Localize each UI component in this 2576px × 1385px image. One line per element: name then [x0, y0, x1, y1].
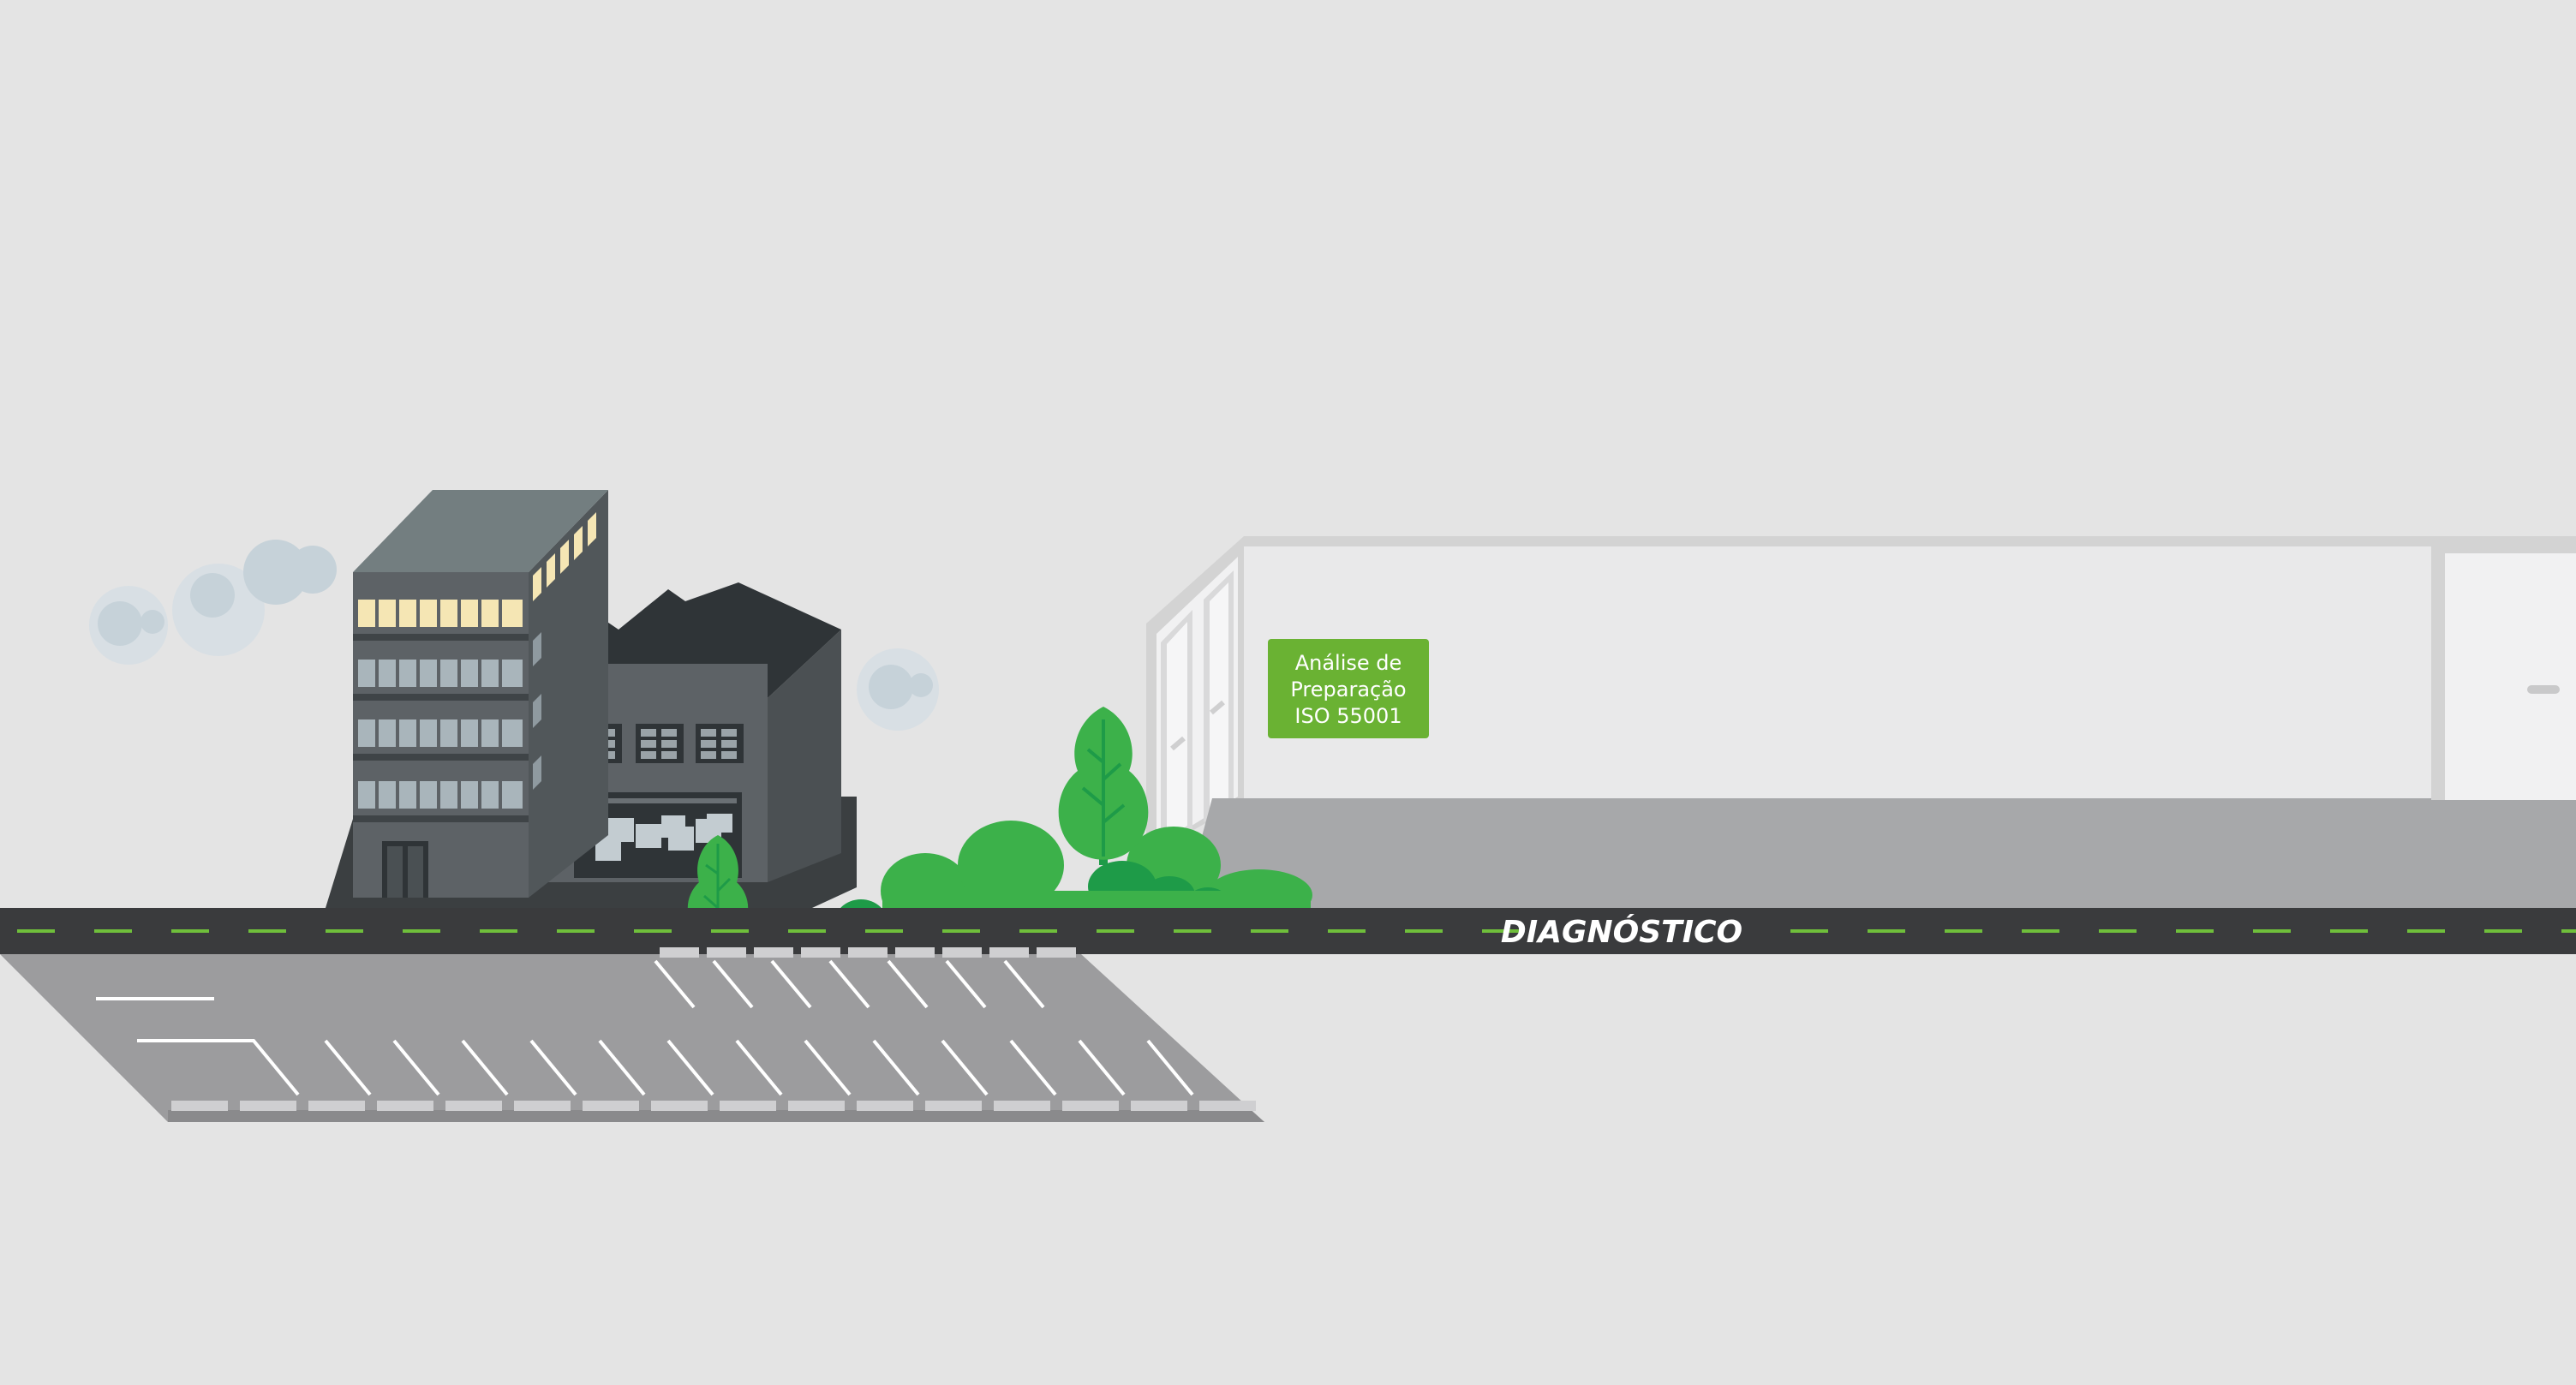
lane-dash — [1482, 929, 1520, 933]
lane-dash — [480, 929, 517, 933]
lane-dash — [1405, 929, 1443, 933]
road: DIAGNÓSTICO — [0, 908, 2576, 954]
curb-block — [1037, 947, 1076, 958]
curb-block — [994, 1101, 1050, 1111]
parking-line — [666, 1039, 714, 1096]
parking-line — [324, 1039, 372, 1096]
tree-tall — [1058, 707, 1149, 865]
curb-block — [801, 947, 840, 958]
parking-line — [1003, 959, 1045, 1009]
curb-block — [514, 1101, 571, 1111]
lane-dashes — [17, 929, 2576, 933]
lane-dash — [2099, 929, 2137, 933]
road-label: DIAGNÓSTICO — [1501, 914, 1742, 950]
sign-line-3: ISO 55001 — [1294, 704, 1402, 728]
curb-block — [857, 1101, 913, 1111]
curb-block — [754, 947, 793, 958]
parking-line — [461, 1039, 509, 1096]
lane-dash — [17, 929, 55, 933]
curb-block — [848, 947, 888, 958]
lane-dash — [1019, 929, 1057, 933]
parking-line — [872, 1039, 920, 1096]
curb-block — [707, 947, 746, 958]
parking-line — [770, 959, 812, 1009]
parking-line — [392, 1039, 440, 1096]
lane-dash — [2022, 929, 2059, 933]
lane-dash — [1251, 929, 1288, 933]
sign-line-1: Análise de — [1295, 651, 1402, 675]
lane-dash — [171, 929, 209, 933]
parking-line — [1146, 1039, 1194, 1096]
parking-line — [735, 1039, 783, 1096]
lane-dash — [248, 929, 286, 933]
lane-dash — [1945, 929, 1982, 933]
curb-block — [240, 1101, 296, 1111]
parking-line — [945, 959, 987, 1009]
curb-block — [651, 1101, 708, 1111]
office-building — [1146, 536, 2576, 910]
lane-dash — [1174, 929, 1211, 933]
lane-dash — [1868, 929, 1905, 933]
sign-line-2: Preparação — [1290, 678, 1406, 701]
lane-dash — [403, 929, 440, 933]
parking-line — [887, 959, 929, 1009]
curb-block — [583, 1101, 639, 1111]
lane-dash — [2561, 929, 2576, 933]
iso-sign: Análise de Preparação ISO 55001 — [1268, 639, 1429, 738]
parking-line — [804, 1039, 852, 1096]
curb-block — [1199, 1101, 1256, 1111]
tower — [353, 490, 608, 898]
lane-dash — [2253, 929, 2291, 933]
lane-dash — [634, 929, 672, 933]
curb-block — [1131, 1101, 1187, 1111]
lane-dash — [94, 929, 132, 933]
lane-dash — [942, 929, 980, 933]
smoke-clouds — [89, 540, 939, 731]
curb-block — [445, 1101, 502, 1111]
parking-line — [828, 959, 870, 1009]
lane-dash — [2330, 929, 2368, 933]
curb-block — [989, 947, 1029, 958]
curb-block — [925, 1101, 982, 1111]
lane-dash — [788, 929, 826, 933]
parking-line — [1009, 1039, 1057, 1096]
lane-dash — [326, 929, 363, 933]
curb-block — [377, 1101, 433, 1111]
lane-dash — [865, 929, 903, 933]
curb-block — [1062, 1101, 1119, 1111]
parking-line — [941, 1039, 989, 1096]
parking-lot — [0, 947, 1264, 1122]
curb-block — [942, 947, 982, 958]
lane-dash — [711, 929, 749, 933]
curb-block — [720, 1101, 776, 1111]
curb-block — [171, 1101, 228, 1111]
lane-dash — [1097, 929, 1134, 933]
lane-dash — [2407, 929, 2445, 933]
lane-dash — [1328, 929, 1366, 933]
curb-block — [660, 947, 699, 958]
parking-line — [598, 1039, 646, 1096]
curb-block — [788, 1101, 845, 1111]
lane-dash — [557, 929, 595, 933]
parking-line — [712, 959, 754, 1009]
parking-line — [529, 1039, 577, 1096]
parking-line — [654, 959, 696, 1009]
curb-block — [308, 1101, 365, 1111]
lane-dash — [2176, 929, 2214, 933]
curb-block — [895, 947, 935, 958]
parking-line — [1078, 1039, 1126, 1096]
lane-dash — [1790, 929, 1828, 933]
lane-dash — [2484, 929, 2522, 933]
